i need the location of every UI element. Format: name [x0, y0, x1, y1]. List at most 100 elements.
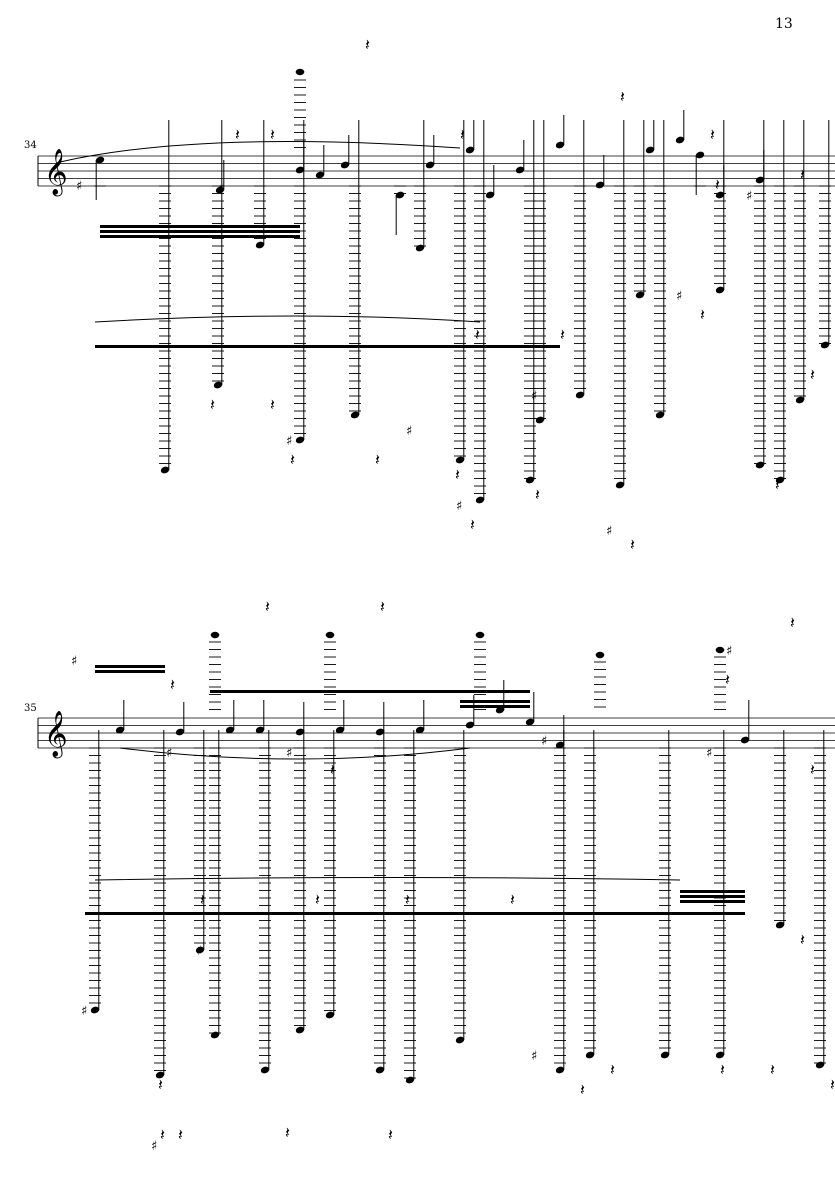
sharp-icon: ♯: [746, 189, 752, 204]
notehead: [115, 726, 125, 734]
beam: [85, 912, 745, 915]
quarter-rest-icon: 𝄽: [460, 125, 465, 144]
notehead: [585, 1051, 595, 1059]
notehead: [465, 721, 475, 729]
quarter-rest-icon: 𝄽: [200, 890, 205, 909]
sharp-icon: ♯: [76, 179, 82, 194]
beam: [95, 345, 560, 348]
quarter-rest-icon: 𝄽: [810, 760, 815, 779]
notehead: [595, 651, 605, 659]
quarter-rest-icon: 𝄽: [800, 930, 805, 949]
notehead: [325, 1011, 335, 1019]
notehead: [495, 706, 505, 714]
notehead: [325, 631, 335, 639]
notehead: [715, 191, 725, 199]
sharp-icon: ♯: [606, 524, 612, 539]
notehead: [615, 481, 625, 489]
sharp-icon: ♯: [71, 654, 77, 669]
quarter-rest-icon: 𝄽: [210, 395, 215, 414]
beam: [680, 895, 745, 898]
notehead: [595, 181, 605, 189]
sharp-icon: ♯: [706, 746, 712, 761]
quarter-rest-icon: 𝄽: [700, 305, 705, 324]
quarter-rest-icon: 𝄽: [610, 1060, 615, 1079]
sharp-icon: ♯: [406, 424, 412, 439]
notehead: [90, 1006, 100, 1014]
notehead: [755, 176, 765, 184]
quarter-rest-icon: 𝄽: [475, 325, 480, 344]
quarter-rest-icon: 𝄽: [170, 675, 175, 694]
sharp-icon: ♯: [196, 944, 202, 959]
notehead: [775, 921, 785, 929]
page-number: 13: [775, 16, 793, 32]
treble-clef-icon: 𝄞: [44, 711, 68, 759]
notehead: [695, 151, 705, 159]
quarter-rest-icon: 𝄽: [235, 125, 240, 144]
quarter-rest-icon: 𝄽: [375, 450, 380, 469]
notehead: [295, 68, 305, 76]
sharp-icon: ♯: [726, 644, 732, 659]
quarter-rest-icon: 𝄽: [265, 597, 270, 616]
quarter-rest-icon: 𝄽: [510, 890, 515, 909]
notehead: [255, 726, 265, 734]
quarter-rest-icon: 𝄽: [330, 760, 335, 779]
notehead: [740, 736, 750, 744]
notehead: [295, 1026, 305, 1034]
beam: [210, 690, 530, 693]
measure-number-34: 34: [24, 140, 37, 151]
tie: [94, 877, 681, 881]
notehead: [715, 1051, 725, 1059]
notehead: [555, 741, 565, 749]
notehead: [375, 728, 385, 736]
notehead: [213, 381, 223, 389]
treble-clef-icon: 𝄞: [44, 149, 68, 197]
quarter-rest-icon: 𝄽: [770, 1060, 775, 1079]
beam: [460, 705, 530, 708]
beam: [100, 235, 300, 238]
quarter-rest-icon: 𝄽: [620, 87, 625, 106]
notehead: [210, 631, 220, 639]
quarter-rest-icon: 𝄽: [470, 515, 475, 534]
sharp-icon: ♯: [531, 1049, 537, 1064]
notehead: [645, 146, 655, 154]
measure-number-35: 35: [24, 703, 37, 714]
quarter-rest-icon: 𝄽: [725, 670, 730, 689]
quarter-rest-icon: 𝄽: [535, 485, 540, 504]
notehead: [635, 291, 645, 299]
notehead: [195, 946, 205, 954]
beam: [100, 230, 300, 233]
quarter-rest-icon: 𝄽: [720, 1060, 725, 1079]
sharp-icon: ♯: [541, 734, 547, 749]
notehead: [555, 1066, 565, 1074]
beam: [460, 700, 530, 703]
notehead: [295, 728, 305, 736]
quarter-rest-icon: 𝄽: [405, 890, 410, 909]
notehead: [375, 1066, 385, 1074]
notehead: [155, 1071, 165, 1079]
quarter-rest-icon: 𝄽: [800, 165, 805, 184]
sharp-icon: ♯: [218, 182, 224, 197]
notehead: [340, 161, 350, 169]
quarter-rest-icon: 𝄽: [315, 890, 320, 909]
notehead: [415, 726, 425, 734]
quarter-rest-icon: 𝄽: [380, 597, 385, 616]
sharp-icon: ♯: [676, 289, 682, 304]
quarter-rest-icon: 𝄽: [455, 465, 460, 484]
notehead: [425, 161, 435, 169]
notehead: [485, 191, 495, 199]
quarter-rest-icon: 𝄽: [775, 475, 780, 494]
quarter-rest-icon: 𝄽: [290, 450, 295, 469]
notehead: [295, 436, 305, 444]
notehead: [175, 728, 185, 736]
notehead: [215, 186, 225, 194]
notehead: [160, 466, 170, 474]
quarter-rest-icon: 𝄽: [388, 1125, 393, 1144]
notehead: [475, 496, 485, 504]
notehead: [225, 726, 235, 734]
notehead: [475, 631, 485, 639]
quarter-rest-icon: 𝄽: [160, 1125, 165, 1144]
notehead: [350, 411, 360, 419]
notehead: [660, 1051, 670, 1059]
sharp-icon: ♯: [81, 1004, 87, 1019]
notehead: [795, 396, 805, 404]
